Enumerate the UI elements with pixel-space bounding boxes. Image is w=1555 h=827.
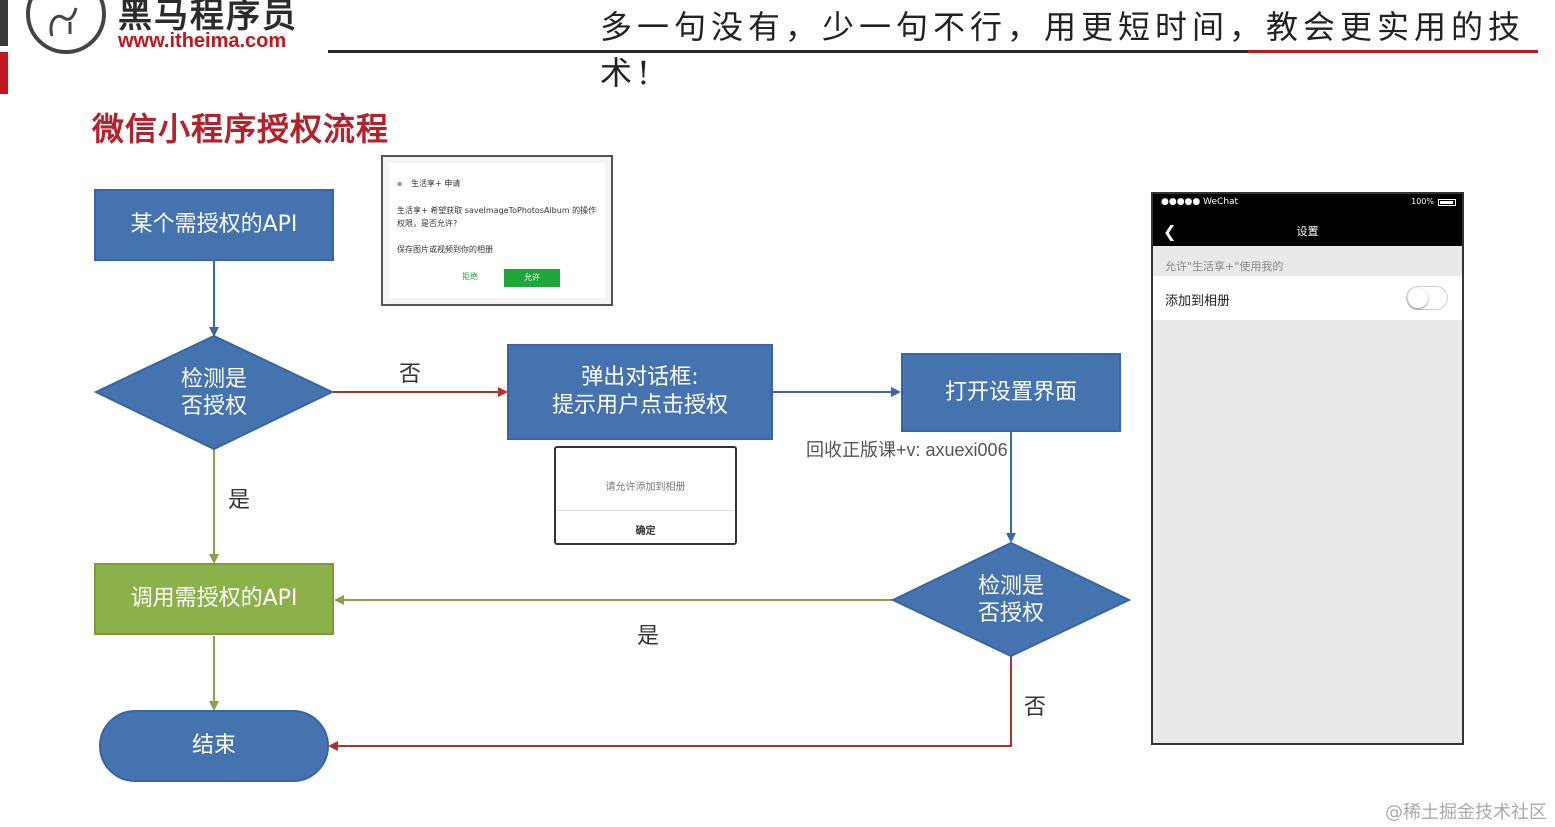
node-open-settings: 打开设置界面 [901, 353, 1121, 432]
node-open-settings-label: 打开设置界面 [944, 379, 1077, 405]
node-end-label: 结束 [191, 733, 236, 758]
phone-section-header: 允许"生活享+"使用我的 [1165, 260, 1284, 273]
auth-dialog-screenshot: ▪ 生活享+ 申请 生活享+ 希望获取 saveImageToPhotosAlb… [381, 155, 613, 306]
auth-dialog-scope: 保存图片或视频到你的相册 [397, 245, 493, 254]
allow-button[interactable]: 允许 [504, 269, 560, 287]
overlay-watermark-text: 回收正版课+v: axuexi006 [806, 440, 1008, 460]
header-divider [328, 50, 1248, 53]
auth-dialog-message-2: 权限，是否允许? [397, 219, 458, 228]
decision-2-line2: 否授权 [977, 601, 1044, 626]
battery-percent: 100% [1411, 197, 1434, 206]
edge-label-yes-2: 是 [637, 624, 660, 649]
node-api: 某个需授权的API [94, 189, 334, 261]
node-call-api: 调用需授权的API [94, 563, 334, 635]
brand-name: 黑马程序员 [118, 0, 298, 36]
header-accent-bar [0, 0, 8, 46]
node-api-label: 某个需授权的API [130, 212, 298, 237]
hint-dialog: 请允许添加到相册 确定 [554, 446, 737, 545]
header-divider-accent [1248, 50, 1538, 53]
node-call-api-label: 调用需授权的API [130, 586, 298, 611]
deny-button[interactable]: 拒绝 [462, 272, 478, 281]
decision-1-line1: 检测是 [180, 367, 247, 392]
app-icon: ▪ [397, 179, 403, 188]
corner-watermark: @稀土掘金技术社区 [1385, 802, 1547, 823]
confirm-button[interactable]: 确定 [635, 526, 656, 537]
node-popup-line2: 提示用户点击授权 [551, 393, 728, 418]
phone-settings-screenshot: ●●●●● WeChat 100% ❮ 设置 允许"生活享+"使用我的 添加到相… [1151, 192, 1464, 745]
auth-dialog-message-1: 生活享+ 希望获取 saveImageToPhotosAlbum 的操作 [397, 206, 597, 215]
brand-url: www.itheima.com [118, 30, 287, 52]
decision-1-label: 检测是 否授权 [140, 366, 288, 420]
auth-dialog: ▪ 生活享+ 申请 生活享+ 希望获取 saveImageToPhotosAlb… [389, 163, 605, 298]
brand-logo-icon [26, 0, 106, 54]
auth-dialog-app: 生活享+ 申请 [411, 179, 461, 188]
node-popup-line1: 弹出对话框: [581, 365, 699, 390]
album-permission-label: 添加到相册 [1165, 294, 1231, 309]
decision-2-label: 检测是 否授权 [937, 573, 1085, 627]
album-permission-row[interactable]: 添加到相册 [1153, 276, 1462, 320]
node-popup: 弹出对话框: 提示用户点击授权 [507, 344, 773, 440]
decision-check-auth-1 [93, 334, 335, 451]
edge-label-no-2: 否 [1024, 695, 1047, 720]
edge-label-no-1: 否 [399, 362, 422, 387]
decision-2-line1: 检测是 [977, 574, 1044, 599]
battery-icon [1438, 199, 1456, 206]
phone-nav-title: 设置 [1296, 225, 1319, 238]
back-chevron-icon[interactable]: ❮ [1163, 222, 1177, 241]
phone-status-bar: ●●●●● WeChat 100% ❮ 设置 [1153, 194, 1462, 246]
slide-title: 微信小程序授权流程 [92, 110, 390, 148]
node-end: 结束 [99, 710, 329, 782]
header-accent-bar-red [0, 52, 8, 94]
header-slogan: 多一句没有，少一句不行，用更短时间，教会更实用的技术! [600, 8, 1526, 92]
hint-dialog-divider [556, 510, 735, 511]
decision-check-auth-2 [890, 541, 1132, 658]
horse-logo-icon [49, 7, 78, 37]
arrow-check2-to-end [328, 656, 1012, 751]
album-permission-toggle[interactable] [1406, 286, 1448, 310]
hint-dialog-message: 请允许添加到相册 [605, 482, 686, 493]
carrier-text: ●●●●● WeChat [1161, 197, 1239, 207]
edge-label-yes-1: 是 [228, 488, 251, 513]
decision-1-line2: 否授权 [180, 394, 247, 419]
